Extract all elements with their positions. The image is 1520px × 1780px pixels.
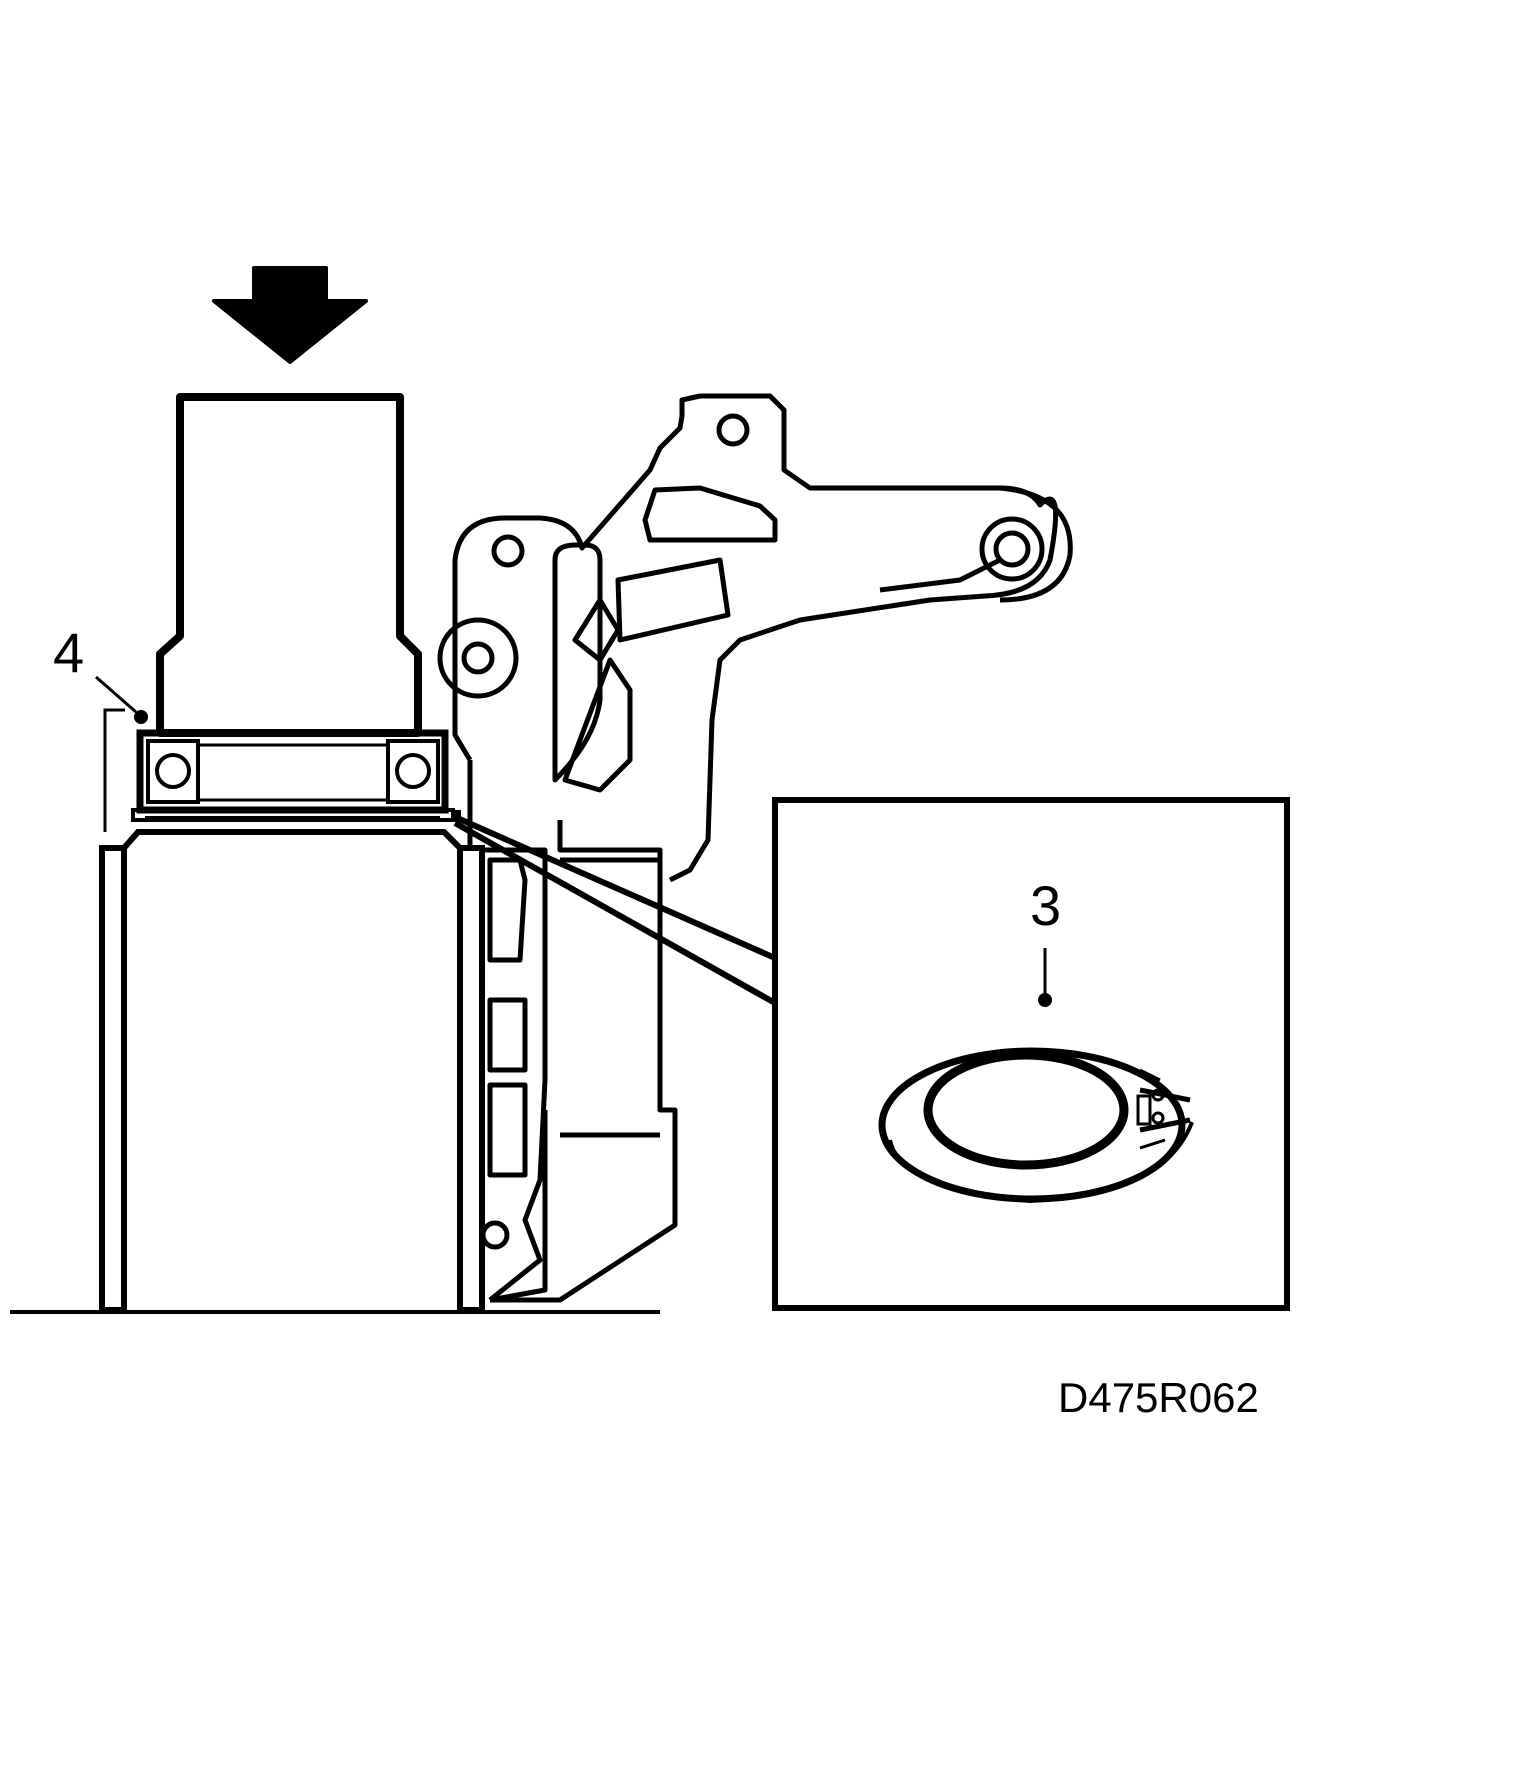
press-drift <box>156 393 422 737</box>
callout-4: 4 <box>53 621 148 832</box>
bearing-ball-right <box>395 753 431 789</box>
callout-3-label: 3 <box>1030 874 1061 937</box>
bearing <box>136 729 449 814</box>
bearing-ball-left <box>155 753 191 789</box>
circlip <box>878 1047 1194 1204</box>
callout-3: 3 <box>1030 874 1061 1007</box>
figure-code: D475R062 <box>1058 1374 1259 1421</box>
zoom-wedge <box>451 810 777 1006</box>
press-direction-arrow <box>212 266 368 364</box>
callout-4-label: 4 <box>53 621 84 684</box>
support-tube <box>99 829 485 1313</box>
